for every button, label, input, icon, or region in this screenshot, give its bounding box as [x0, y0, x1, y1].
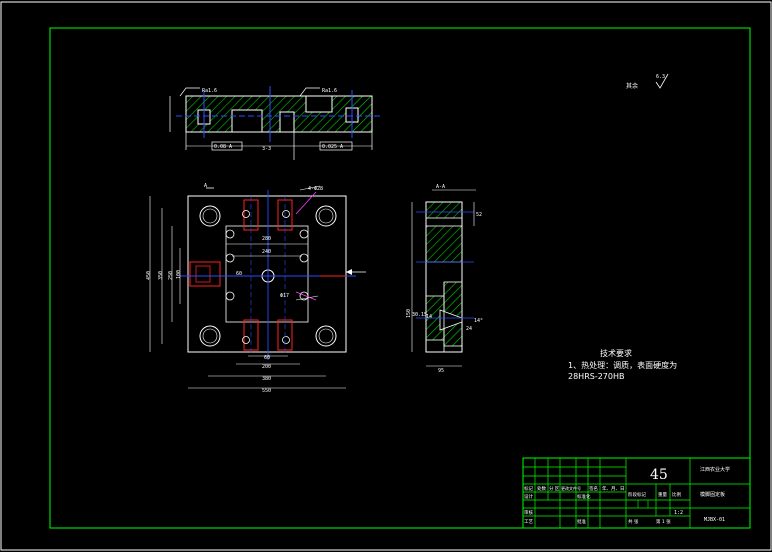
- title-block-grid: [522, 457, 751, 529]
- part-name: 模脚固定板: [700, 491, 725, 498]
- dim-top-b: Ra1.6: [322, 88, 337, 94]
- section-label-top: 3-3: [262, 146, 271, 152]
- dim-plan-w4: 240: [262, 249, 271, 255]
- roughness-label: 其余: [626, 82, 638, 90]
- tb-stage-mark: 阶段标记: [628, 491, 646, 498]
- tb-approve: 批准: [577, 518, 586, 525]
- tol-box-2: 0.025 A: [322, 144, 343, 150]
- tb-designer: 设计: [524, 493, 533, 500]
- tb-signature: 签名: [589, 485, 598, 492]
- dim-plan-h4: 100: [176, 270, 182, 279]
- notes-line-1: 1、热处理：调质，表面硬度为: [568, 360, 677, 370]
- dim-top-a: Ra1.6: [202, 88, 217, 94]
- roughness-value: 6.3: [656, 74, 665, 80]
- dim-plan-w2: 380: [262, 376, 271, 382]
- tb-zone: 分 区: [549, 485, 560, 492]
- tb-weight: 重量: [658, 491, 667, 498]
- dim-plan-w3: 280: [262, 236, 271, 242]
- dim-side-7: 14°: [474, 318, 483, 324]
- dim-plan-b2: 200: [262, 364, 271, 370]
- dim-side-6: 95: [438, 368, 444, 374]
- dim-side-5: 24: [466, 326, 472, 332]
- hole-callout-1: 4-Ф28: [308, 186, 323, 192]
- notes-heading: 技术要求: [600, 348, 632, 358]
- dim-side-2: 150: [406, 309, 412, 318]
- dim-side-1: 52: [476, 212, 482, 218]
- dim-side-3: 30.15: [412, 312, 427, 318]
- arrow-a-label: A: [204, 183, 207, 189]
- tb-ratio: 比例: [672, 491, 681, 498]
- notes-line-2: 28HRS-270HB: [568, 372, 625, 381]
- tb-mark: 标记: [524, 485, 533, 492]
- dim-plan-h1: 450: [146, 271, 152, 280]
- dim-plan-width: 550: [262, 388, 271, 394]
- side-section-view: [411, 189, 476, 367]
- scale-value: 1:2: [674, 510, 683, 516]
- tb-process: 工艺: [524, 519, 533, 525]
- tb-change-no: 更改文件号: [561, 485, 581, 491]
- dim-plan-h3: 250: [168, 271, 174, 280]
- plan-view: [149, 185, 366, 389]
- top-section-view: [169, 86, 382, 160]
- material-number: 45: [650, 467, 668, 483]
- tb-date: 年、月、日: [602, 485, 625, 492]
- section-label-side: A-A: [436, 184, 445, 190]
- dim-center-v: 60: [236, 271, 242, 277]
- tb-review: 审核: [524, 509, 533, 516]
- dim-side-4: 14: [426, 314, 432, 320]
- tb-sheets: 共 张: [628, 518, 639, 525]
- tb-standardize: 标准化: [577, 493, 591, 500]
- dim-plan-h2: 350: [158, 271, 164, 280]
- hole-callout-2: Ф17: [280, 293, 289, 299]
- dim-plan-b1: 60: [264, 355, 270, 361]
- school-name: 江西农业大学: [700, 466, 730, 473]
- tb-count: 处数: [537, 485, 546, 492]
- roughness-symbol: [655, 73, 669, 89]
- tb-sheet-no: 第 1 张: [656, 518, 671, 525]
- drawing-number: MJBX-01: [704, 517, 725, 523]
- tol-box-1: 0.08 A: [214, 144, 232, 150]
- drawing-frame: [49, 27, 751, 529]
